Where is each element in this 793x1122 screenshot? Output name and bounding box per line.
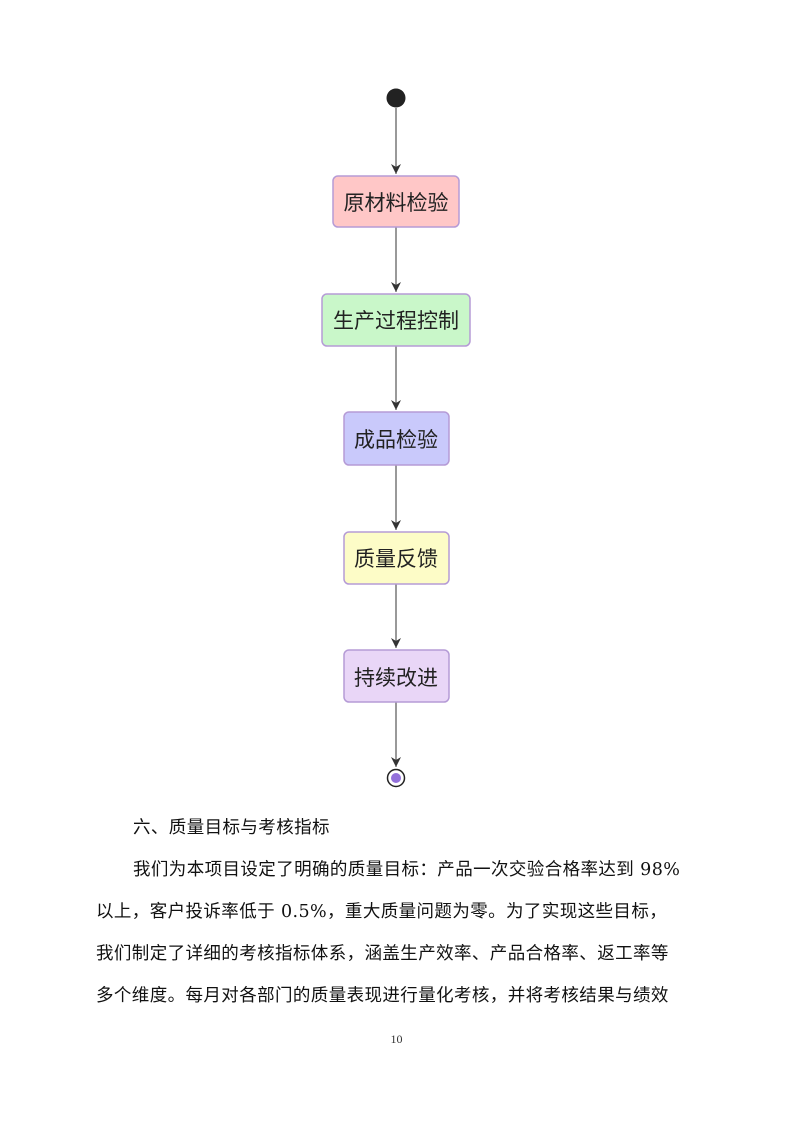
end-node bbox=[386, 768, 406, 788]
node-label: 原材料检验 bbox=[344, 191, 449, 215]
start-node bbox=[386, 88, 406, 108]
paragraph-line: 我们制定了详细的考核指标体系，涵盖生产效率、产品合格率、返工率等 bbox=[96, 944, 669, 964]
node-product-inspection: 成品检验 bbox=[343, 411, 450, 466]
paragraph-line: 多个维度。每月对各部门的质量表现进行量化考核，并将考核结果与绩效 bbox=[96, 986, 669, 1006]
node-label: 成品检验 bbox=[354, 428, 438, 452]
paragraph-line: 以上，客户投诉率低于 0.5%，重大质量问题为零。为了实现这些目标， bbox=[96, 902, 668, 922]
paragraph-line: 我们为本项目设定了明确的质量目标：产品一次交验合格率达到 98% bbox=[133, 860, 681, 880]
node-quality-feedback: 质量反馈 bbox=[343, 531, 450, 585]
node-process-control: 生产过程控制 bbox=[321, 293, 471, 347]
node-raw-material-inspection: 原材料检验 bbox=[332, 175, 460, 228]
node-label: 质量反馈 bbox=[354, 547, 438, 571]
node-label: 持续改进 bbox=[354, 666, 438, 690]
quality-flow-diagram: 原材料检验 生产过程控制 成品检验 质量反馈 持续改进 bbox=[321, 88, 471, 788]
section-heading: 六、质量目标与考核指标 bbox=[133, 818, 330, 838]
node-continuous-improvement: 持续改进 bbox=[343, 649, 450, 703]
page-number: 10 bbox=[390, 1032, 403, 1046]
node-label: 生产过程控制 bbox=[333, 309, 459, 333]
